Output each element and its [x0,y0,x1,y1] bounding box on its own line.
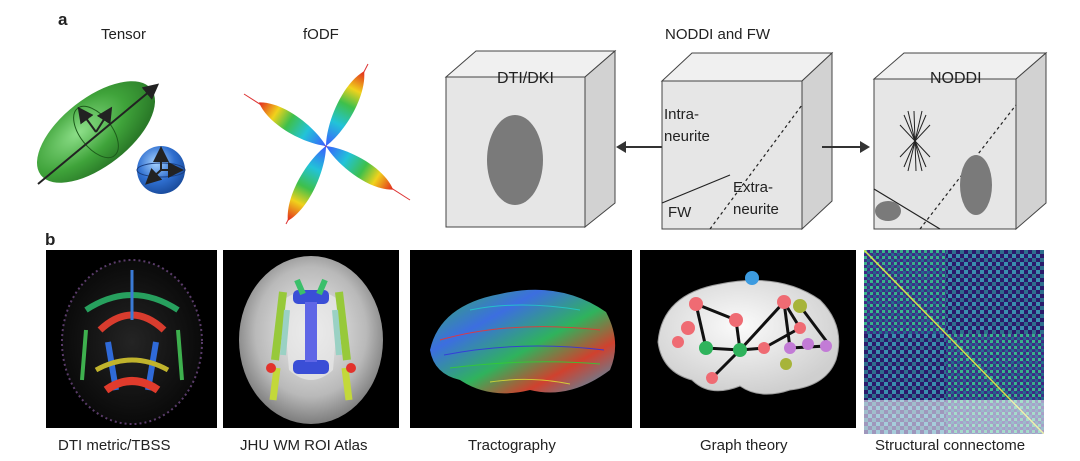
jhu-atlas-image [223,250,399,428]
panel-b-letter: b [45,230,56,249]
fodf-diagram [243,63,411,225]
noddi-fw-label: NODDI and FW [665,26,771,43]
fw-label: FW [668,204,692,221]
caption-tractography: Tractography [468,437,556,454]
tensor-label: Tensor [101,26,147,43]
cube-diagram [444,49,1048,231]
caption-structural-connectome: Structural connectome [875,437,1026,454]
arrow-right-icon [822,141,870,153]
cube-noddi [872,51,1048,231]
panel-a-letter: a [58,10,68,29]
arrow-left-icon [616,141,662,153]
connectome-image [864,250,1044,434]
dti-metric-image [46,250,217,428]
caption-dti-metric: DTI metric/TBSS [58,437,171,454]
cube-dti [444,49,617,229]
caption-jhu-atlas: JHU WM ROI Atlas [240,437,368,454]
cube-dti-label: DTI/DKI [497,70,554,87]
tractography-image [410,250,632,428]
graph-theory-image [640,250,856,428]
tensor-diagram [37,81,186,194]
extra-neurite-label: Extra- neurite [733,179,779,218]
fodf-label: fODF [303,26,339,43]
intra-neurite-label: Intra- neurite [664,106,710,145]
cube-noddi-fw [660,51,834,231]
caption-graph-theory: Graph theory [700,437,788,454]
cube-noddi-label: NODDI [930,70,982,87]
